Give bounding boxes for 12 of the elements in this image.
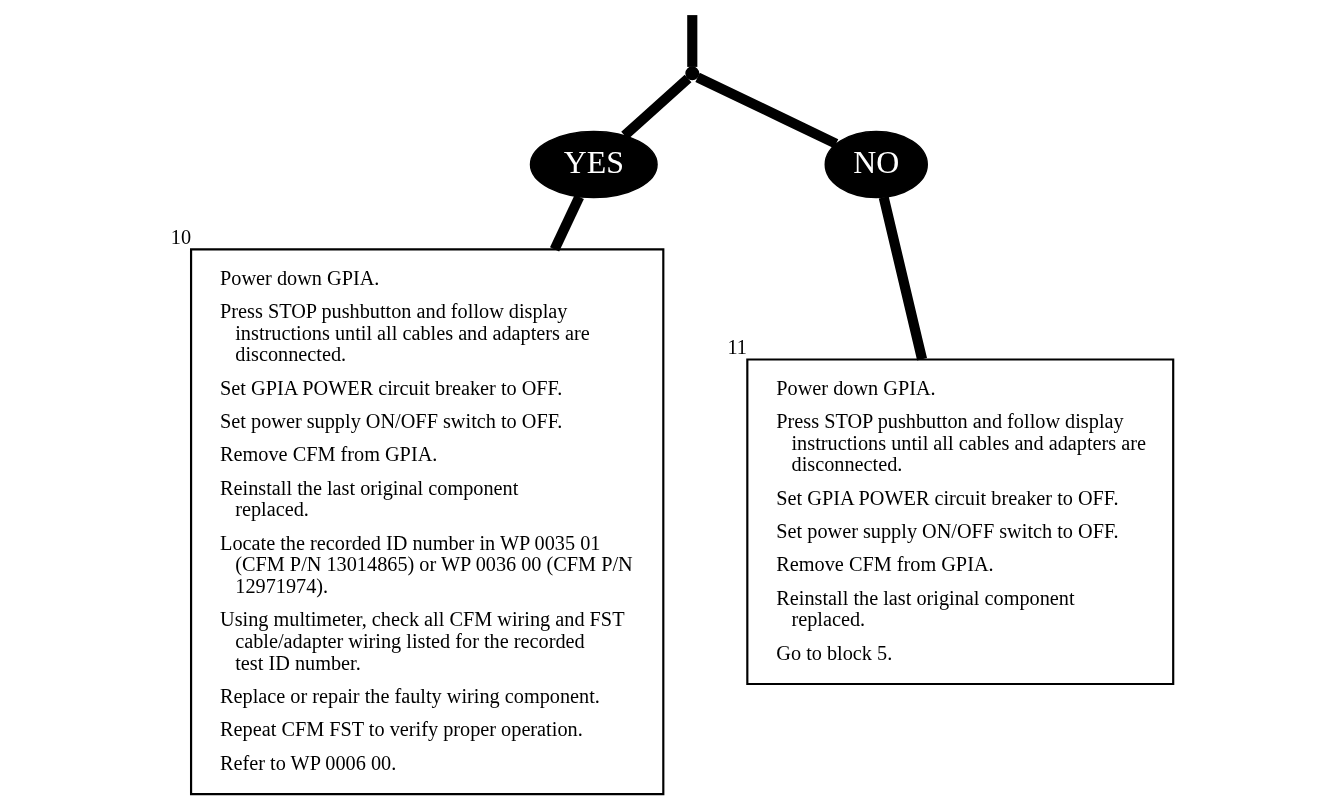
- connector: [550, 194, 584, 252]
- node-label: 11: [727, 336, 747, 359]
- node-ellipse: YES: [529, 130, 658, 199]
- connector: [687, 15, 698, 67]
- node-box: Power down GPIA. Press STOP pushbutton and follow display instructions until all cables and adapters are disconnected. Set GPIA POWER circuit breaker to OFF. Set power supply ON/OFF switch to OFF. Remove CFM from GPIA. Reinstall the last original component replaced. Go to block 5.: [746, 358, 1175, 686]
- node-box: Power down GPIA. Press STOP pushbutton and follow display instructions until all cables and adapters are disconnected. Set GPIA POWER circuit breaker to OFF. Set power supply ON/OFF switch to OFF. Remove CFM from GPIA. Reinstall the last original component replaced. Locate the recorded ID number in WP 0035 01 (CFM P/N 13014865) or WP 0036 00 (CFM P/N 12971974). Using multimeter, check all CFM wiring and FST cable/adapter wiring listed for the recorded test ID number. Replace or repair the faulty wiring component. Repeat CFM FST to verify proper operation. Refer to WP 0006 00.: [190, 248, 665, 796]
- node-label: 10: [170, 225, 192, 248]
- connector: [878, 196, 927, 361]
- node-point: [685, 66, 700, 81]
- connector: [621, 74, 692, 140]
- connector: [695, 72, 839, 149]
- node-ellipse: NO: [824, 130, 928, 199]
